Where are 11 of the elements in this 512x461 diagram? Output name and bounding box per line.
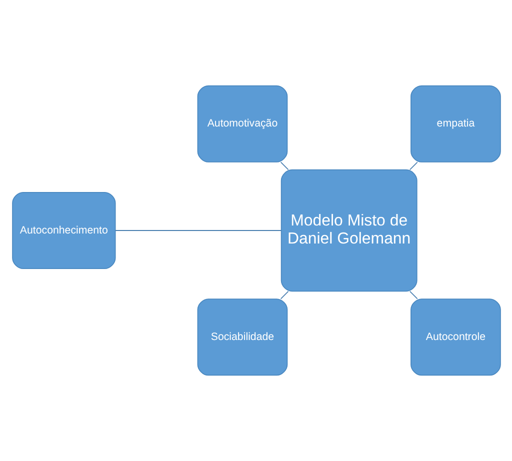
- connector: [408, 290, 418, 300]
- node-box: Automotivação: [196, 85, 288, 162]
- connector: [408, 162, 418, 170]
- node-box: Modelo Misto de Daniel Golemann: [280, 169, 417, 292]
- node-box: Autoconhecimento: [12, 192, 116, 270]
- connector: [280, 162, 288, 170]
- connector: [280, 290, 288, 300]
- node-box: Sociabilidade: [196, 298, 288, 376]
- node-box: empatia: [410, 85, 500, 162]
- connector: [114, 230, 282, 231]
- node-box: Autocontrole: [410, 298, 500, 376]
